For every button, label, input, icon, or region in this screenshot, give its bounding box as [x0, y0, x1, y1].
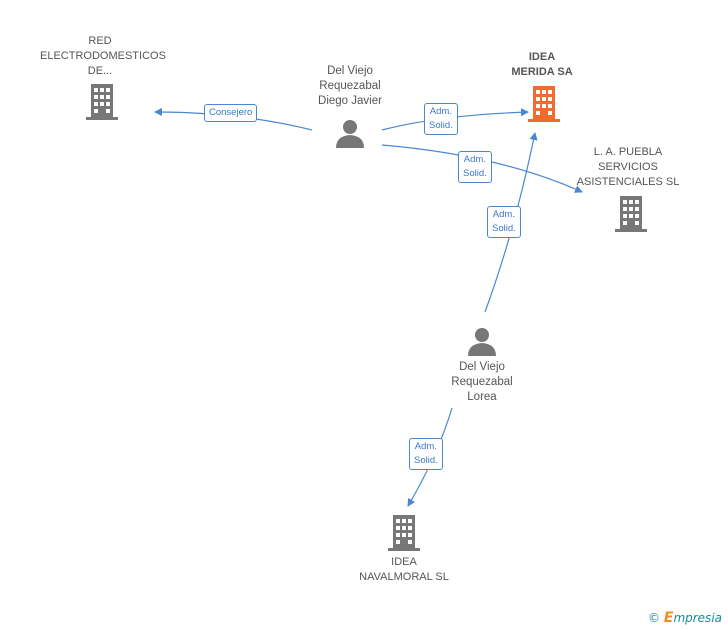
building-icon[interactable]: [86, 84, 118, 120]
person-icon[interactable]: [335, 118, 365, 148]
edge-label-diego-merida: Adm. Solid.: [424, 103, 458, 135]
company-label-puebla: L. A. PUEBLA SERVICIOS ASISTENCIALES SL: [576, 146, 680, 188]
brand-footer: © Empresia: [648, 610, 722, 626]
company-label-idea-merida: IDEA MERIDA SA: [511, 51, 573, 78]
company-label-red: RED ELECTRODOMESTICOS DE...: [40, 35, 166, 77]
building-icon[interactable]: [388, 515, 420, 551]
edge-label-lorea-navalmoral: Adm. Solid.: [409, 438, 443, 470]
company-label-idea-navalmoral: IDEA NAVALMORAL SL: [359, 556, 449, 583]
person-label-lorea: Del Viejo Requezabal Lorea: [451, 361, 513, 403]
edge-label-diego-puebla: Adm. Solid.: [458, 151, 492, 183]
copyright-symbol: ©: [648, 611, 661, 625]
edge-label-consejero: Consejero: [204, 104, 258, 122]
person-label-diego: Del Viejo Requezabal Diego Javier: [318, 65, 382, 107]
building-main-icon[interactable]: [528, 86, 560, 122]
building-icon[interactable]: [615, 196, 647, 232]
brand-logo-letter: E: [663, 610, 674, 626]
brand-logo-text: mpresia: [673, 611, 722, 625]
edge-label-lorea-merida: Adm. Solid.: [487, 206, 521, 238]
person-icon[interactable]: [467, 326, 497, 356]
